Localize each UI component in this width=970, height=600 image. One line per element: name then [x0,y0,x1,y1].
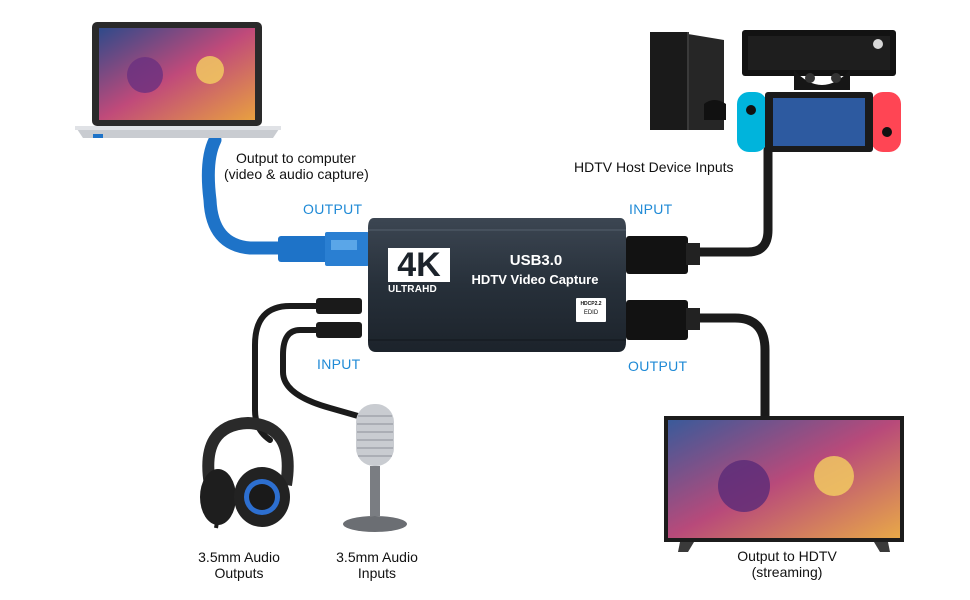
hdmi-input-cable [685,145,773,257]
audio-input-cable [280,327,368,421]
device-title-line1: USB3.0 [509,252,563,269]
label-audio-outputs-line1: 3.5mm Audio [198,549,280,565]
label-output-hdtv-line2: (streaming) [751,564,823,580]
television-icon [664,416,904,552]
label-audio-outputs: 3.5mm Audio Outputs [184,549,294,581]
chip-hdcp-text: HDCP2.2 [580,301,602,307]
usb-plug [278,236,328,262]
label-input-hdmi: INPUT [629,201,673,217]
badge-ultrahd-text: ULTRAHD [388,284,437,295]
audio-output-cable [252,303,321,443]
usb-cable-main [201,133,292,255]
hdcp-chip: HDCP2.2 EDID [576,298,606,322]
label-output-hdmi: OUTPUT [628,358,688,374]
headphones-icon [200,416,294,527]
label-output-usb: OUTPUT [303,201,363,217]
capture-device: 4K ULTRAHD USB3.0 HDTV Video Capture HDC… [368,218,626,352]
hdmi-output-cable [685,313,770,423]
label-audio-inputs-line2: Inputs [357,565,397,581]
playstation-console-icon [650,32,726,130]
label-audio-outputs-line2: Outputs [214,565,264,581]
hdmi-plug-top [626,236,688,274]
label-input-audio: INPUT [317,356,361,372]
microphone-icon [343,404,407,532]
label-output-to-computer: Output to computer [236,150,356,166]
label-audio-inputs: 3.5mm Audio Inputs [322,549,432,581]
badge-4k-text: 4K [388,248,450,282]
switch-console-icon [737,92,901,152]
label-output-hdtv: Output to HDTV (streaming) [722,548,852,580]
xbox-console-icon [742,30,896,90]
label-audio-inputs-line1: 3.5mm Audio [336,549,418,565]
laptop-icon [75,22,281,138]
device-title-line2: HDTV Video Capture [471,272,599,287]
hdmi-plug-bottom [626,300,688,340]
label-output-to-computer-sub: (video & audio capture) [224,166,369,182]
label-output-hdtv-line1: Output to HDTV [737,548,837,564]
label-hdtv-host-inputs: HDTV Host Device Inputs [574,159,734,175]
4k-badge: 4K ULTRAHD [388,248,454,296]
chip-edid-text: EDID [583,310,599,316]
